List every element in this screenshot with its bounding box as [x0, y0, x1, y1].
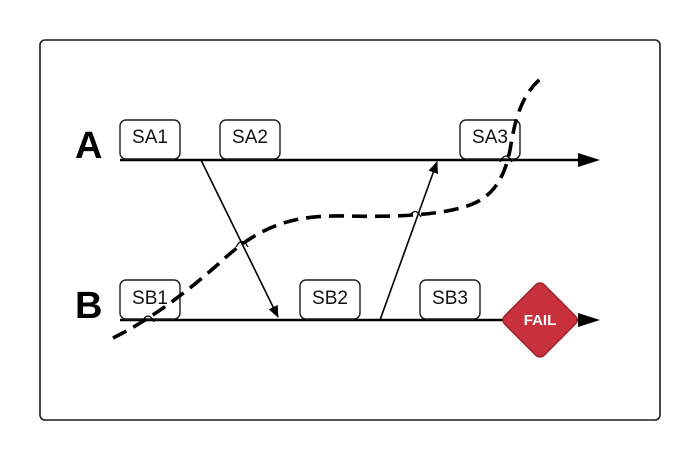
snapshot-sb2: SB2 — [299, 279, 361, 320]
process-label-b: B — [75, 285, 102, 327]
snapshot-label: SB1 — [132, 288, 168, 309]
timeline-a-arrowhead — [578, 153, 600, 167]
snapshot-sb1: SB1 — [119, 279, 181, 320]
snapshot-label: SB3 — [432, 288, 468, 309]
fail-marker: FAIL — [502, 282, 578, 358]
message-a-to-b — [200, 159, 279, 318]
timeline-b-arrowhead — [578, 313, 600, 327]
fail-diamond — [502, 282, 578, 358]
snapshot-box — [299, 279, 361, 320]
snapshot-sb3: SB3 — [419, 279, 481, 320]
snapshot-box — [219, 119, 281, 160]
crossing-hop-mark — [235, 240, 249, 248]
snapshot-box — [119, 279, 181, 320]
snapshot-sa2: SA2 — [219, 119, 281, 160]
snapshot-sa3: SA3 — [459, 119, 521, 160]
snapshot-label: SB2 — [312, 288, 348, 309]
message-b-to-a — [379, 161, 438, 321]
diagram-frame — [39, 39, 661, 421]
snapshot-box — [459, 119, 521, 160]
snapshot-sa1: SA1 — [119, 119, 181, 160]
snapshot-label: SA1 — [132, 127, 168, 148]
snapshot-label: SA2 — [232, 127, 268, 148]
snapshot-box — [419, 279, 481, 320]
snapshot-label: SA3 — [472, 127, 508, 148]
crossing-hop-mark — [499, 155, 513, 163]
snapshot-box — [119, 119, 181, 160]
fail-label: FAIL — [524, 312, 557, 329]
process-label-a: A — [75, 125, 102, 167]
recovery-line — [112, 73, 547, 340]
